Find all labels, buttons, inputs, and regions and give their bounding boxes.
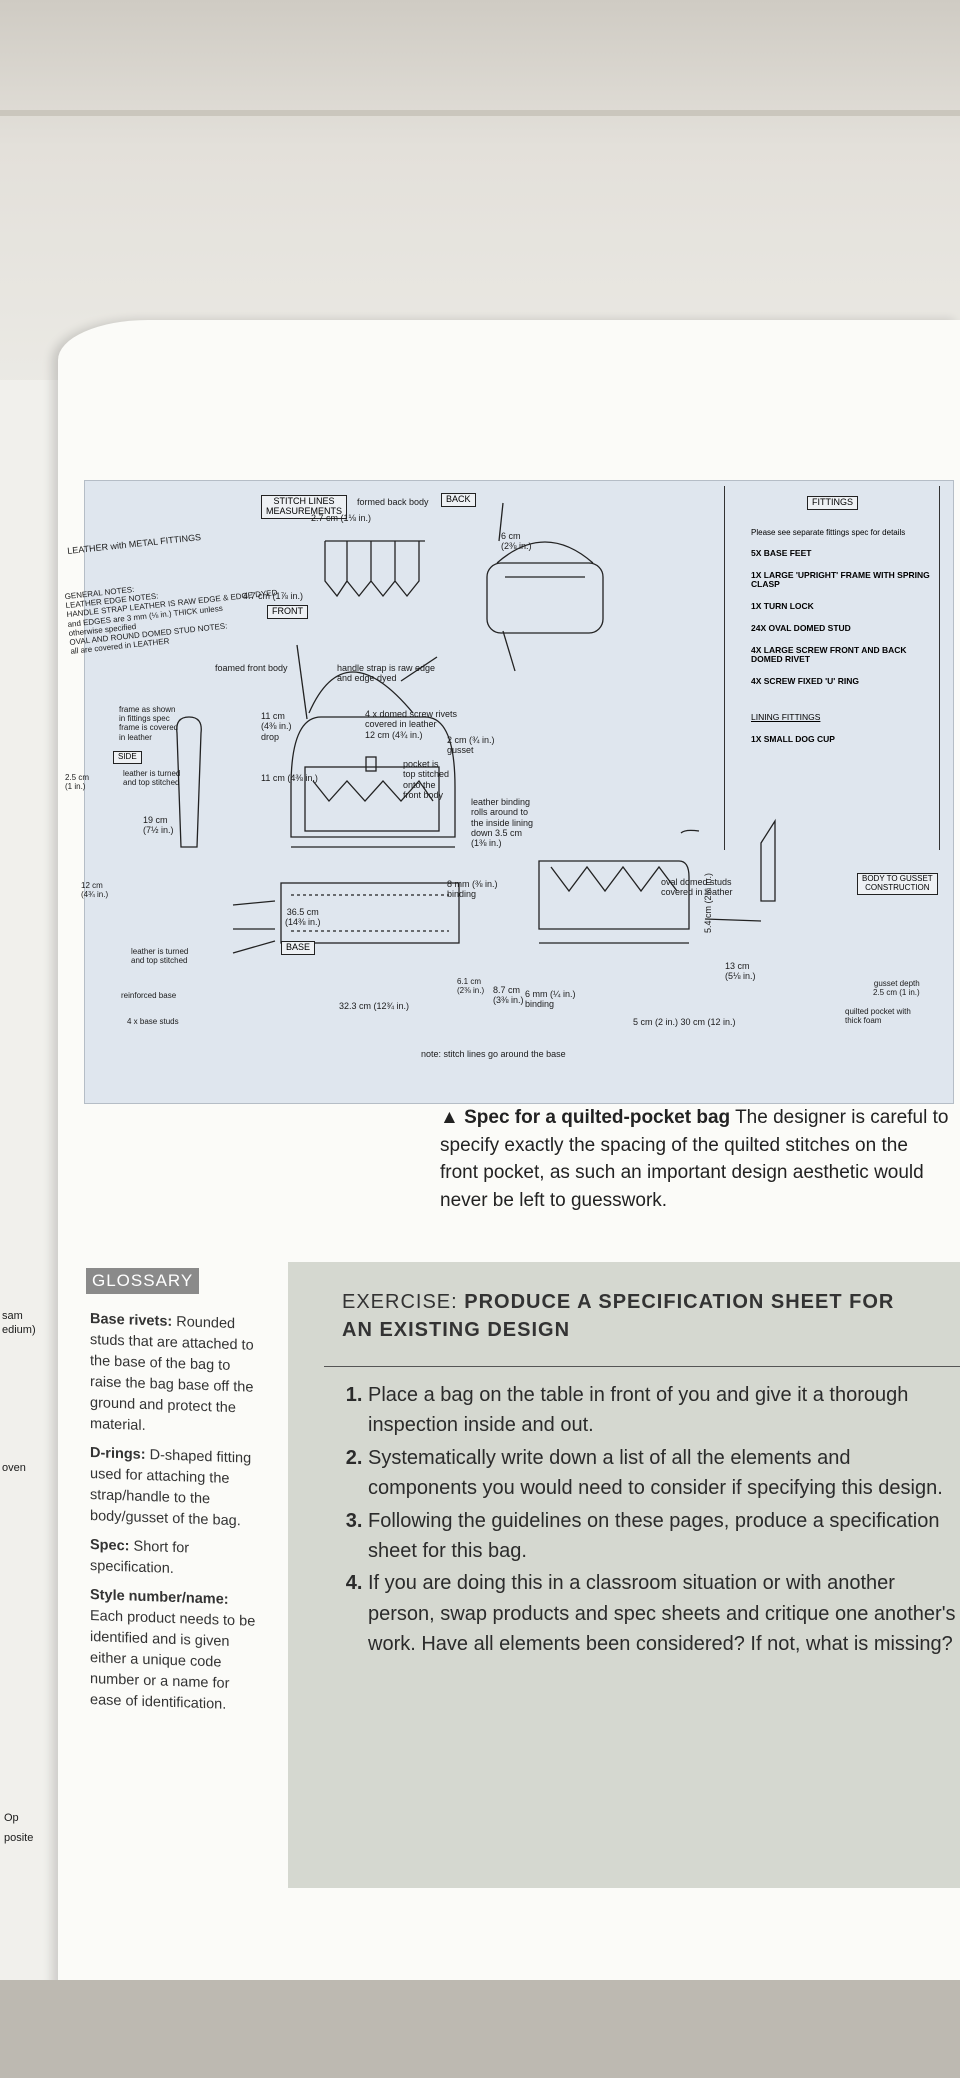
glossary-entry: Style number/name: Each product needs to… <box>90 1585 260 1717</box>
fittings-intro: Please see separate fittings spec for de… <box>751 527 906 537</box>
handle-strap-note: handle strap is raw edge and edge dyed <box>337 663 436 684</box>
fittings-title: FITTINGS <box>807 496 858 510</box>
base-label: BASE <box>281 941 316 955</box>
foamed-front-body-note: foamed front body <box>215 663 288 673</box>
binding-width: 8 mm (⅜ in.) binding <box>447 879 498 900</box>
side-label: SIDE <box>113 751 142 764</box>
base-studs-note: 4 x base studs <box>127 1017 179 1026</box>
back-label: BACK <box>441 493 476 507</box>
glossary-list: Base rivets: Rounded studs that are atta… <box>90 1309 260 1725</box>
formed-back-body-note: formed back body <box>357 497 429 507</box>
glossary-entry: Base rivets: Rounded studs that are atta… <box>90 1309 260 1441</box>
stitch-lines-base-note: note: stitch lines go around the base <box>421 1049 566 1059</box>
pocket-width-dimensions: 5 cm (2 in.) 30 cm (12 in.) <box>633 1017 736 1027</box>
side-width-dimension: 2.5 cm (1 in.) <box>65 773 90 792</box>
left-page-fragment: Op <box>4 1812 19 1824</box>
caption-text: The designer is careful to specify exact… <box>440 1107 949 1211</box>
base-width-dimension: 32.3 cm (12¾ in.) <box>339 1001 410 1011</box>
exercise-steps: Place a bag on the table in front of you… <box>342 1380 958 1662</box>
side-base-dimension: 12 cm (4¾ in.) <box>81 881 109 900</box>
handle-drop-dimension: 11 cm (4⅜ in.) drop <box>261 711 292 742</box>
glossary-definition: Rounded studs that are attached to the b… <box>90 1313 254 1435</box>
leather-turned-note: leather is turned and top stitched <box>123 769 181 788</box>
exercise-title-bold: PRODUCE A SPECIFICATION SHEET FOR AN EXI… <box>342 1291 895 1341</box>
base-small-depth: 6.1 cm (2⅜ in.) <box>457 977 485 996</box>
stitch-top-dimension: 2.7 cm (1⅛ in.) <box>311 513 372 523</box>
fitting-item: 4X SCREW FIXED 'U' RING <box>751 676 859 687</box>
gusset-construction <box>760 818 776 902</box>
quilt-stitch-front <box>312 779 434 803</box>
reinforced-base-note: reinforced base <box>121 991 177 1000</box>
spec-sheet-figure: STITCH LINES MEASUREMENTS 2.7 cm (1⅛ in.… <box>64 480 954 1104</box>
turn-lock <box>365 756 377 772</box>
frame-note: frame as shown in fittings spec frame is… <box>119 705 179 742</box>
glossary-term: Style number/name: <box>90 1587 229 1609</box>
fitting-item: 5x BASE FEET <box>751 547 812 558</box>
quilt-stitch-pocket <box>550 865 678 893</box>
exercise-step: Systematically write down a list of all … <box>368 1443 958 1504</box>
back-depth-dimension: 6 cm (2⅜ in.) <box>501 531 532 552</box>
gusset-depth-dimension: gusset depth 2.5 cm (1 in.) <box>873 979 920 998</box>
table-surface <box>0 1980 960 2078</box>
fitting-item: 1x TURN LOCK <box>751 601 814 612</box>
back-body <box>486 562 604 634</box>
sill-edge <box>0 110 960 116</box>
glossary-entry: Spec: Short for specification. <box>90 1535 260 1583</box>
exercise-step: Place a bag on the table in front of you… <box>368 1380 958 1441</box>
pocket-total-height: 13 cm (5⅛ in.) <box>725 961 756 982</box>
oval-studs-note: oval domed studs covered in leather <box>661 877 733 898</box>
bag-technical-drawing <box>176 502 776 954</box>
left-page-fragment: posite <box>4 1832 34 1844</box>
glossary-title: GLOSSARY <box>86 1268 200 1294</box>
left-page-fragment: oven <box>2 1462 26 1474</box>
fitting-item: 24X OVAL DOMED STUD <box>751 622 851 633</box>
domed-rivets-note: 4 x domed screw rivets covered in leathe… <box>365 709 458 740</box>
base-binding-dimension: 6 mm (¼ in.) binding <box>525 989 576 1010</box>
glossary-term: Spec: <box>90 1537 130 1555</box>
front-pocket <box>304 766 440 832</box>
exercise-step: Following the guidelines on these pages,… <box>368 1506 958 1567</box>
pocket-note: pocket is top stitched onto the front bo… <box>403 759 450 801</box>
fitting-item: 1x LARGE 'UPRIGHT' FRAME WITH SPRING CLA… <box>751 569 930 590</box>
front-handle <box>308 671 414 714</box>
glossary-term: D-rings: <box>90 1445 146 1464</box>
exercise-title: EXERCISE: PRODUCE A SPECIFICATION SHEET … <box>342 1288 902 1344</box>
fittings-panel: FITTINGS Please see separate fittings sp… <box>724 486 940 850</box>
binding-note: leather binding rolls around to the insi… <box>471 797 534 849</box>
body-gusset-label: BODY TO GUSSET CONSTRUCTION <box>857 873 938 895</box>
back-handle <box>496 541 594 564</box>
exercise-step: If you are doing this in a classroom sit… <box>368 1568 958 1659</box>
frame-width-dimension: 11 cm (4⅜ in.) <box>261 773 318 783</box>
caption-title: Spec for a quilted-pocket bag <box>464 1107 731 1128</box>
exercise-divider <box>324 1366 960 1367</box>
side-view <box>176 716 202 848</box>
front-body <box>290 716 456 838</box>
exercise-box: EXERCISE: PRODUCE A SPECIFICATION SHEET … <box>288 1262 960 1888</box>
figure-caption: ▲ Spec for a quilted-pocket bag The desi… <box>440 1104 950 1214</box>
pocket-height-dimension: 5.4 cm (2⅛ in.) <box>703 872 713 933</box>
glossary-definition: Each product needs to be identified and … <box>90 1608 256 1714</box>
gusset-dimension: 2 cm (¾ in.) gusset <box>447 735 495 756</box>
front-label: FRONT <box>267 605 308 619</box>
base-leather-turned-note: leather is turned and top stitched <box>131 947 189 966</box>
lining-fittings-title: LINING FITTINGS <box>751 712 821 723</box>
triangle-icon: ▲ <box>440 1107 465 1128</box>
glossary-entry: D-rings: D-shaped fitting used for attac… <box>90 1443 260 1533</box>
exercise-prefix: EXERCISE: <box>342 1291 465 1313</box>
left-page-fragment: edium) <box>2 1324 36 1336</box>
front-width-dimension: 36.5 cm (14⅜ in.) <box>285 907 321 928</box>
fitting-item: 4X LARGE SCREW FRONT AND BACK DOMED RIVE… <box>751 644 907 665</box>
stitch-lines-label: STITCH LINES MEASUREMENTS <box>261 495 348 519</box>
lining-item: 1X SMALL DOG CUP <box>751 733 835 744</box>
base-depth-dimension: 8.7 cm (3⅜ in.) <box>493 985 524 1006</box>
glossary-term: Base rivets: <box>90 1311 173 1330</box>
quilted-pocket-note: quilted pocket with thick foam <box>845 1007 911 1026</box>
side-height-dimension: 19 cm (7½ in.) <box>143 815 174 836</box>
pocket-view <box>538 860 690 930</box>
stitch-pattern <box>324 541 420 598</box>
left-page-fragment: sam <box>2 1310 23 1322</box>
base-view <box>280 882 460 944</box>
stitch-bottom-dimension: 4.7 cm (1⅞ in.) <box>243 591 304 601</box>
